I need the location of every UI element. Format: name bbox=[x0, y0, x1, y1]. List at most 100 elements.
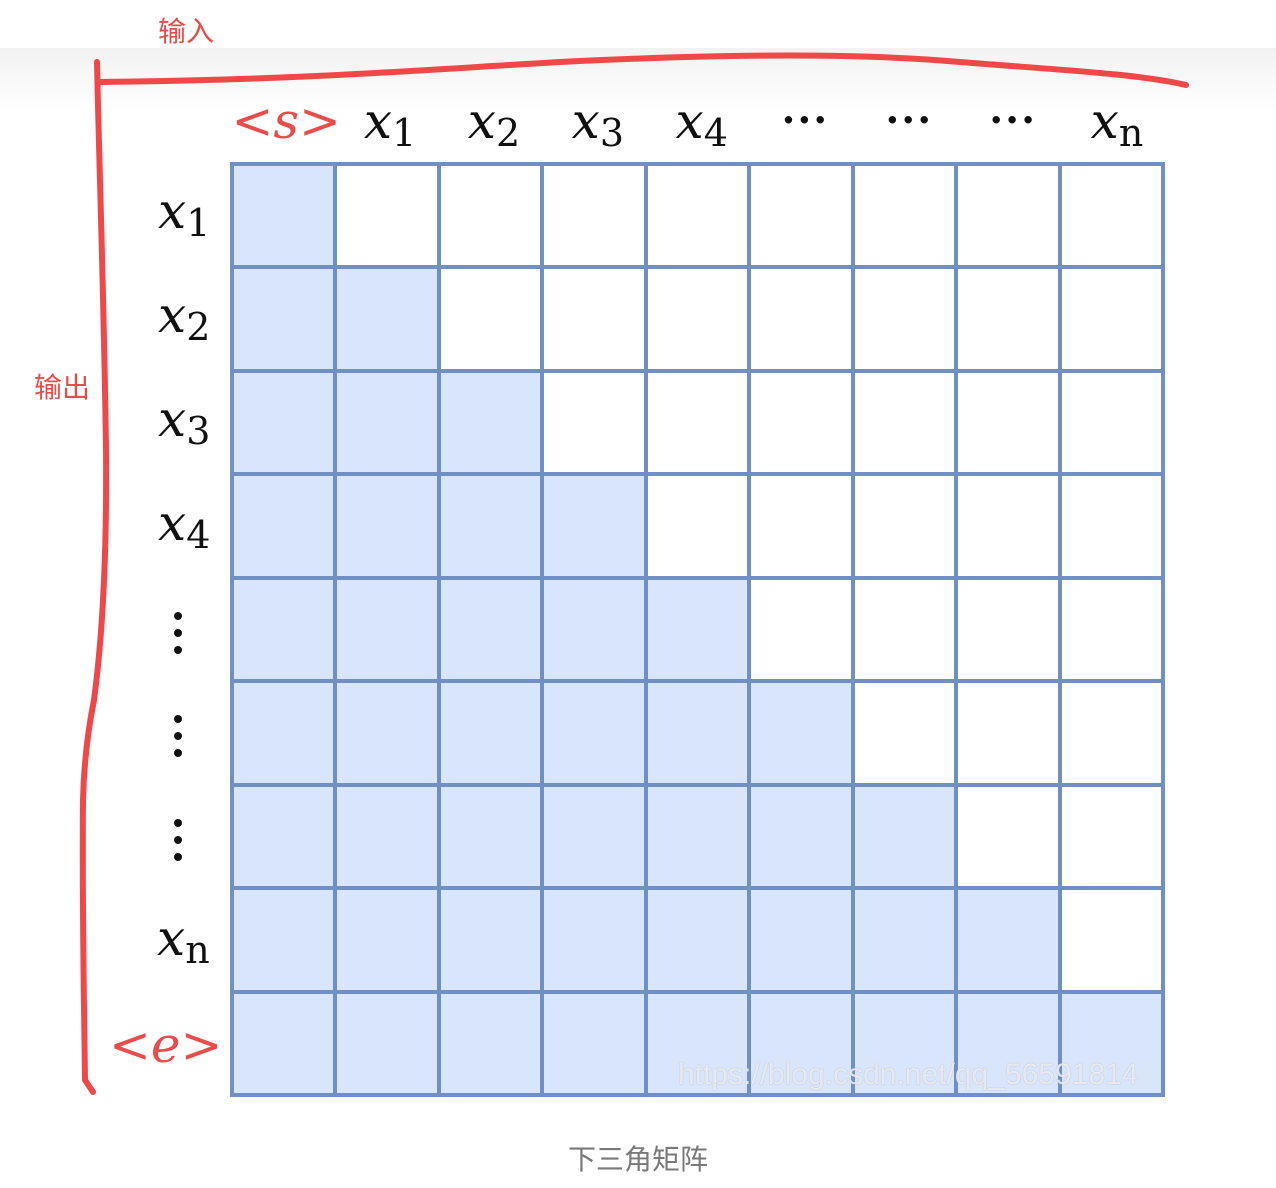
matrix-cell-r4-c1 bbox=[234, 476, 334, 576]
matrix-cell-r3-c3 bbox=[440, 372, 541, 473]
matrix-cell-r8-c6 bbox=[751, 890, 851, 990]
matrix-cell-r4-c8 bbox=[958, 476, 1058, 576]
matrix-cell-r8-c3 bbox=[440, 890, 541, 990]
matrix-cell-r3-c4 bbox=[544, 372, 644, 473]
row-header-1: x1 bbox=[158, 181, 211, 245]
matrix-cell-r3-c6 bbox=[751, 372, 851, 473]
matrix-cell-r2-c6 bbox=[751, 269, 851, 369]
row-header-4: x4 bbox=[158, 493, 211, 557]
matrix-cell-r7-c9 bbox=[1061, 786, 1161, 887]
matrix-cell-r2-c4 bbox=[544, 269, 644, 369]
matrix-cell-r3-c9 bbox=[1061, 372, 1161, 473]
row-header-9: <e> bbox=[109, 1016, 223, 1075]
matrix-cell-r3-c5 bbox=[647, 372, 748, 473]
matrix-cell-r8-c5 bbox=[647, 890, 748, 990]
matrix-cell-r2-c9 bbox=[1061, 269, 1161, 369]
matrix-cell-r9-c4 bbox=[544, 993, 644, 1093]
matrix-cell-r8-c9 bbox=[1061, 890, 1161, 990]
matrix-cell-r6-c6 bbox=[751, 683, 851, 783]
column-header-9: xn bbox=[1090, 92, 1144, 155]
matrix-cell-r4-c6 bbox=[751, 476, 851, 576]
matrix-cell-r1-c5 bbox=[647, 166, 748, 266]
matrix-cell-r6-c7 bbox=[854, 683, 955, 783]
matrix-cell-r3-c2 bbox=[337, 372, 437, 473]
dot bbox=[174, 645, 182, 654]
matrix-cell-r6-c4 bbox=[544, 683, 644, 783]
dot bbox=[174, 611, 182, 620]
matrix-cell-r2-c7 bbox=[854, 269, 955, 369]
matrix-cell-r9-c2 bbox=[337, 993, 437, 1093]
matrix-cell-r8-c2 bbox=[337, 890, 437, 990]
matrix-cell-r7-c5 bbox=[647, 786, 748, 887]
row-header-3: x3 bbox=[158, 389, 211, 453]
matrix-cell-r6-c9 bbox=[1061, 683, 1161, 783]
matrix-cell-r7-c8 bbox=[958, 786, 1058, 887]
column-header-8: ··· bbox=[989, 97, 1038, 144]
input-label: 输入 bbox=[158, 15, 215, 48]
output-label: 输出 bbox=[34, 371, 91, 404]
column-header-3: x2 bbox=[467, 92, 521, 155]
column-header-4: x3 bbox=[571, 92, 625, 155]
matrix-cell-r9-c3 bbox=[440, 993, 541, 1093]
lower-triangular-matrix bbox=[230, 162, 1165, 1097]
matrix-cell-r4-c2 bbox=[337, 476, 437, 576]
column-header-5: x4 bbox=[675, 92, 728, 155]
column-header-2: x1 bbox=[363, 92, 417, 155]
matrix-cell-r6-c5 bbox=[647, 683, 748, 783]
matrix-cell-r2-c2 bbox=[337, 269, 437, 369]
dot bbox=[174, 819, 182, 828]
input-bracket-line bbox=[97, 52, 1189, 88]
matrix-cell-r6-c2 bbox=[337, 683, 437, 783]
matrix-cell-r2-c5 bbox=[647, 269, 748, 369]
matrix-cell-r4-c3 bbox=[440, 476, 541, 576]
matrix-cell-r4-c9 bbox=[1061, 476, 1161, 576]
matrix-cell-r1-c6 bbox=[751, 166, 851, 266]
matrix-cell-r8-c8 bbox=[958, 890, 1058, 990]
matrix-cell-r5-c6 bbox=[751, 579, 851, 680]
matrix-cell-r6-c8 bbox=[958, 683, 1058, 783]
matrix-cell-r5-c2 bbox=[337, 579, 437, 680]
matrix-cell-r8-c7 bbox=[854, 890, 955, 990]
matrix-cell-r7-c4 bbox=[544, 786, 644, 887]
matrix-cell-r3-c1 bbox=[234, 372, 334, 473]
dot bbox=[174, 732, 182, 741]
watermark: https://blog.csdn.net/qq_56591814 bbox=[678, 1058, 1139, 1091]
matrix-cell-r8-c1 bbox=[234, 890, 334, 990]
matrix-cell-r3-c7 bbox=[854, 372, 955, 473]
matrix-cell-r9-c9 bbox=[1061, 993, 1161, 1093]
matrix-cell-r1-c9 bbox=[1061, 166, 1161, 266]
matrix-cell-r6-c1 bbox=[234, 683, 334, 783]
matrix-cell-r5-c4 bbox=[544, 579, 644, 680]
matrix-cell-r1-c1 bbox=[234, 166, 334, 266]
matrix-cell-r2-c8 bbox=[958, 269, 1058, 369]
row-header-6-vertical-dots bbox=[173, 715, 183, 758]
matrix-cell-r9-c1 bbox=[234, 993, 334, 1093]
row-header-7-vertical-dots bbox=[173, 819, 183, 862]
column-header-7: ··· bbox=[885, 97, 934, 144]
matrix-cell-r7-c1 bbox=[234, 786, 334, 887]
matrix-cell-r2-c3 bbox=[440, 269, 541, 369]
matrix-cell-r7-c6 bbox=[751, 786, 851, 887]
matrix-cell-r1-c8 bbox=[958, 166, 1058, 266]
matrix-cell-r1-c3 bbox=[440, 166, 541, 266]
dot bbox=[174, 836, 182, 845]
matrix-cell-r5-c9 bbox=[1061, 579, 1161, 680]
matrix-cell-r8-c4 bbox=[544, 890, 644, 990]
matrix-cell-r7-c7 bbox=[854, 786, 955, 887]
dot bbox=[174, 715, 182, 724]
matrix-cell-r9-c6 bbox=[751, 993, 851, 1093]
matrix-cell-r7-c3 bbox=[440, 786, 541, 887]
figure-caption: 下三角矩阵 bbox=[567, 1143, 708, 1176]
dot bbox=[174, 749, 182, 758]
matrix-cell-r4-c7 bbox=[854, 476, 955, 576]
matrix-cell-r2-c1 bbox=[234, 269, 334, 369]
matrix-cell-r5-c5 bbox=[647, 579, 748, 680]
matrix-cell-r5-c1 bbox=[234, 579, 334, 680]
matrix-cell-r1-c4 bbox=[544, 166, 644, 266]
matrix-cell-r1-c2 bbox=[337, 166, 437, 266]
matrix-cell-r1-c7 bbox=[854, 166, 955, 266]
matrix-cell-r3-c8 bbox=[958, 372, 1058, 473]
row-header-8: xn bbox=[157, 909, 210, 973]
matrix-cell-r4-c4 bbox=[544, 476, 644, 576]
